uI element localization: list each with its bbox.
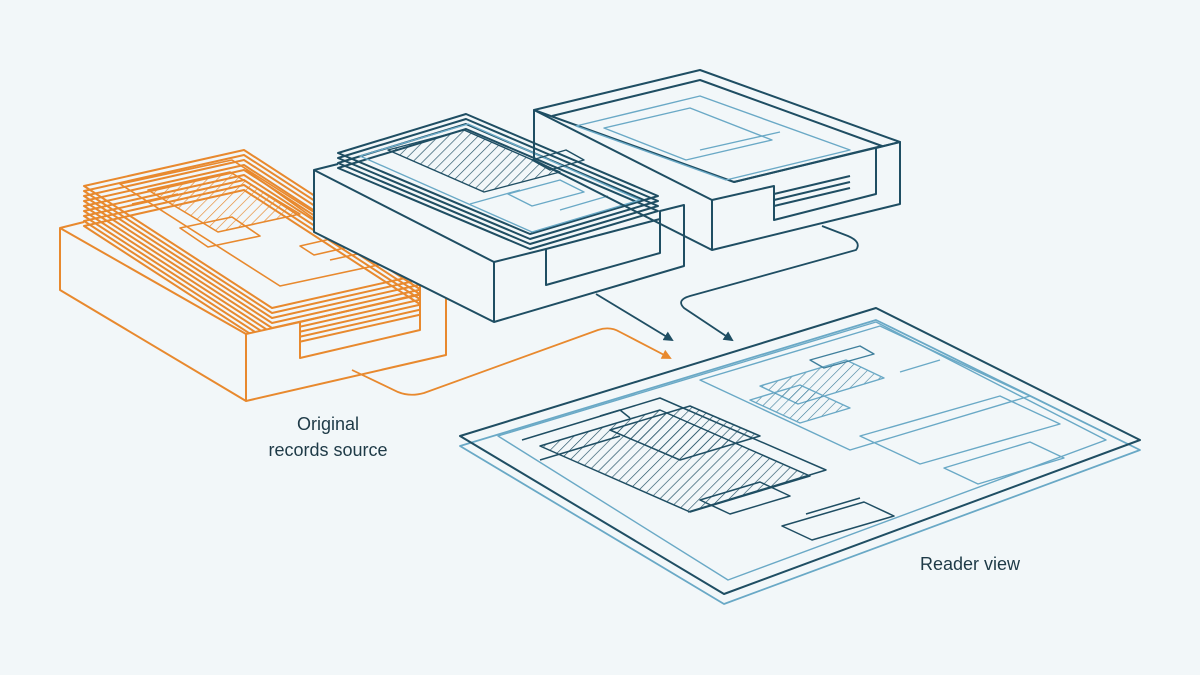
source-label: Original records source — [248, 411, 408, 463]
reader-sheet-shadow — [459, 319, 1141, 605]
source-tray — [59, 149, 447, 402]
right-tray — [533, 69, 901, 251]
middle-tray-box — [313, 169, 685, 323]
reader-drawing-left — [521, 397, 895, 541]
reader-view-label: Reader view — [919, 554, 1021, 574]
right-tray-box — [533, 109, 901, 251]
source-label-line2: records source — [268, 440, 388, 460]
middle-to-reader-arrow — [595, 293, 674, 342]
source-to-reader-arrow — [351, 327, 672, 396]
middle-tray — [313, 113, 685, 323]
source-label-line1: Original — [296, 414, 360, 434]
reader-sheet-outline — [459, 307, 1141, 595]
reader-drawing-right — [699, 325, 1065, 485]
reader-view-sheet — [459, 307, 1141, 605]
right-to-reader-arrow — [680, 225, 859, 342]
middle-sheet-drawing — [359, 123, 641, 233]
right-tray-sheets — [575, 95, 851, 181]
